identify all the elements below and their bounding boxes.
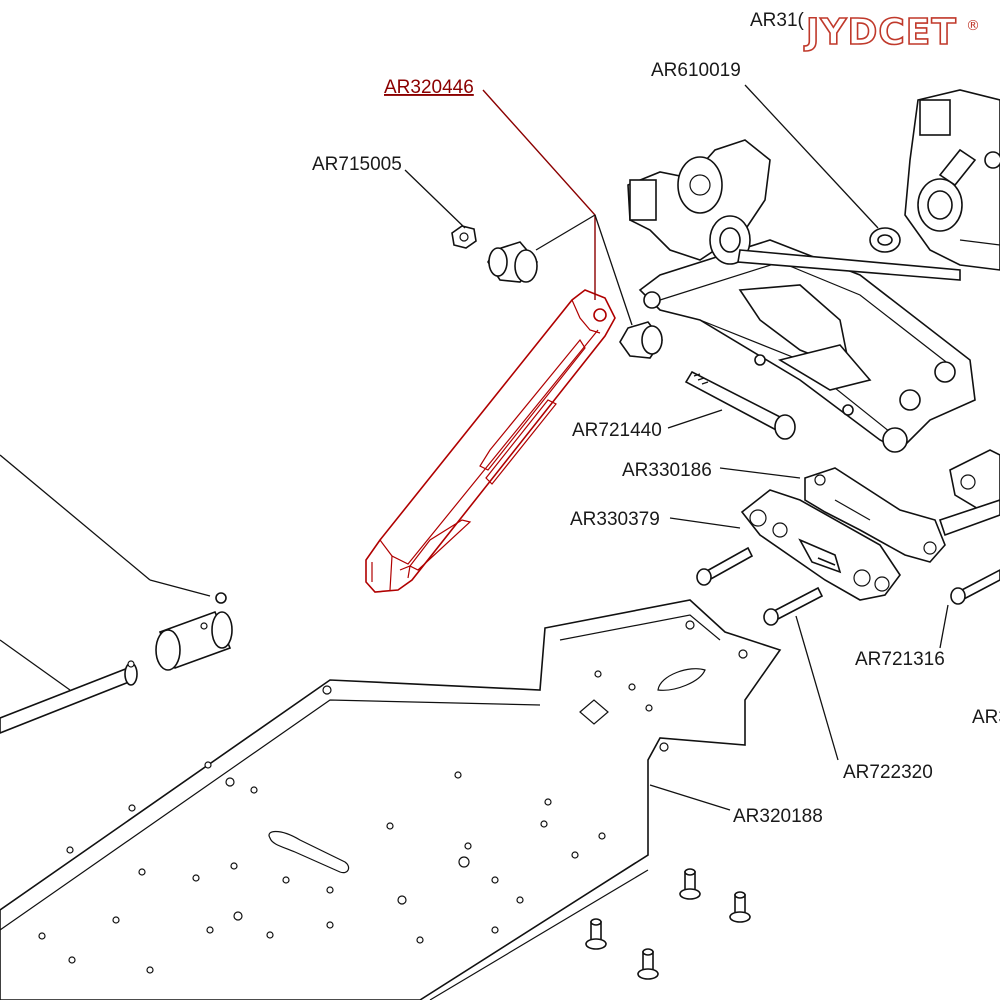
label-ar721316: AR721316	[855, 649, 945, 670]
pivot-block	[740, 489, 901, 601]
label-ar320188: AR320188	[733, 806, 823, 827]
label-ar610019: AR610019	[651, 60, 741, 81]
brand-watermark: JYDCET ®	[802, 11, 980, 54]
hinge-pin	[684, 370, 796, 440]
drive-shaft	[0, 454, 151, 734]
bearing	[869, 227, 901, 253]
leader-lines	[404, 84, 949, 811]
screw-pair	[696, 546, 1000, 626]
suspension-arm-assembly	[627, 139, 976, 453]
highlighted-arm-brace	[365, 289, 616, 593]
part-labels: AR320446 AR715005 AR610019 AR31( AR72144…	[312, 10, 1000, 827]
differential-housing	[904, 89, 1000, 271]
watermark-brand: JYDCET	[803, 12, 957, 53]
label-ar721440: AR721440	[572, 420, 662, 441]
chassis-screws	[585, 868, 751, 980]
chassis-plate	[0, 599, 782, 1000]
label-ar330186: AR330186	[622, 460, 712, 481]
label-ar3-partial: AR3	[972, 707, 1000, 728]
nut-and-bushings	[451, 225, 663, 359]
watermark-registered-mark: ®	[966, 18, 980, 34]
toe-link-mount	[804, 467, 946, 563]
label-ar310-partial: AR31(	[750, 10, 805, 31]
drive-coupler	[149, 579, 233, 671]
label-ar722320: AR722320	[843, 762, 933, 783]
label-ar715005: AR715005	[312, 154, 402, 175]
label-ar330379: AR330379	[570, 509, 660, 530]
label-ar320446: AR320446	[384, 77, 474, 98]
shock-end-right	[938, 449, 1000, 537]
